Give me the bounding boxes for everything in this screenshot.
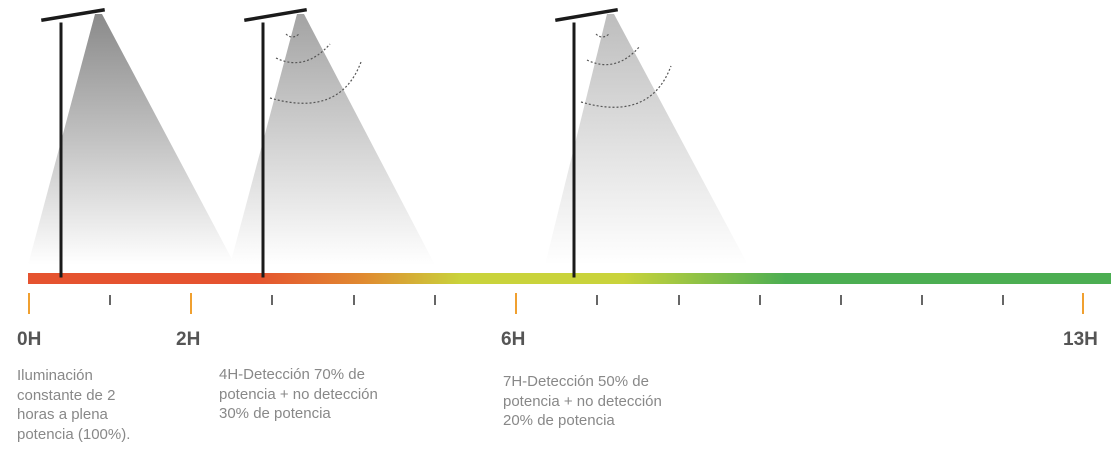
light-cone-icon (545, 14, 748, 265)
description-line: 4H-Detección 70% de (219, 366, 365, 383)
timeline-bar (28, 273, 1111, 284)
hour-label-13h: 13H (1063, 329, 1098, 350)
hour-label-2h: 2H (176, 329, 201, 350)
description-line: 30% de potencia (219, 405, 331, 422)
description-line: 20% de potencia (503, 412, 615, 429)
description-4h-detection: 4H-Detección 70% de potencia + no detecc… (219, 365, 378, 424)
description-line: potencia + no detección (503, 392, 662, 410)
description-line: potencia + no detección (219, 385, 378, 403)
timeline-ticks (28, 293, 1084, 314)
street-lamp-icon (40, 7, 106, 278)
description-line: horas a plena (17, 406, 108, 423)
description-full-power: Iluminación constante de 2 horas a plena… (17, 366, 130, 444)
description-line: Iluminación (17, 367, 93, 384)
description-line: potencia (100%). (17, 425, 131, 443)
light-cone-icon (28, 14, 235, 265)
hour-label-6h: 6H (501, 329, 526, 350)
description-7h-detection: 7H-Detección 50% de potencia + no detecc… (503, 372, 662, 431)
description-line: constante de 2 (17, 386, 116, 404)
light-cone-icon (230, 14, 435, 265)
motion-detection-icon (269, 33, 362, 104)
street-lamp-icon (243, 7, 308, 278)
motion-detection-icon (580, 33, 672, 108)
description-line: 7H-Detección 50% de (503, 373, 649, 390)
hour-label-0h: 0H (17, 329, 42, 350)
street-lamp-icon (554, 7, 619, 278)
